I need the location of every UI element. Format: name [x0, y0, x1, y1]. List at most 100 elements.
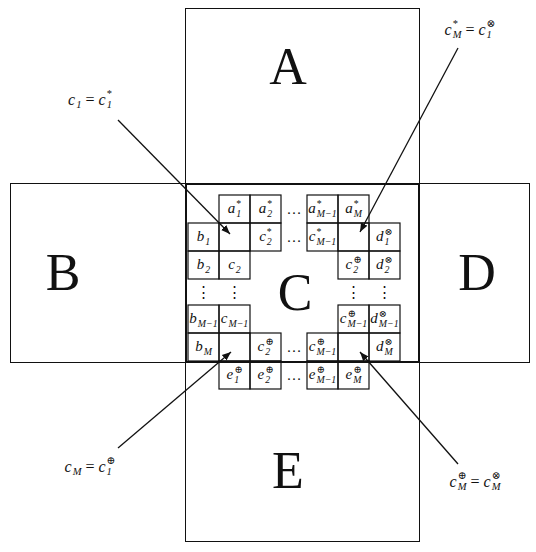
- subscript: M: [204, 347, 212, 357]
- cell-label: c2⊕: [346, 255, 362, 275]
- math-symbol: …: [287, 202, 302, 217]
- math-token: c2⊕: [258, 337, 274, 357]
- grid-cell: [219, 361, 250, 389]
- math-symbol: c: [221, 311, 228, 326]
- superscript: *: [316, 227, 336, 237]
- subscript: M: [73, 467, 82, 478]
- cell-label: eM⊕: [346, 365, 362, 385]
- index-stack: 1*: [236, 199, 241, 219]
- index-stack: 2*: [267, 227, 272, 247]
- index-stack: 1⊗: [385, 227, 393, 247]
- leader-arrows: [118, 48, 458, 464]
- index-stack: 1⊕: [107, 456, 116, 477]
- cell-label: c2: [228, 255, 241, 275]
- grid-cell: [369, 305, 400, 333]
- math-token: …: [287, 340, 302, 355]
- math-token: ⋮: [346, 285, 361, 300]
- math-token: cM−1*: [309, 227, 337, 247]
- index-stack: M−1: [228, 309, 248, 329]
- subscript: M: [353, 375, 361, 385]
- subscript: 2: [265, 375, 273, 385]
- space: [94, 459, 98, 475]
- index-stack: M*: [453, 19, 462, 40]
- grid-cell: [188, 333, 219, 361]
- superscript: *: [236, 199, 241, 209]
- math-token: …: [287, 368, 302, 383]
- math-symbol: e: [258, 368, 265, 383]
- superscript: *: [267, 227, 272, 237]
- math-token: cM⊕: [450, 471, 467, 492]
- subscript: M: [458, 482, 467, 493]
- math-token: c1⊗: [474, 19, 495, 40]
- space: [81, 459, 85, 475]
- region-letter: C: [278, 267, 313, 319]
- superscript: [236, 255, 241, 265]
- math-token: aM−1*: [308, 199, 336, 219]
- space: [81, 92, 85, 108]
- math-token: …: [287, 230, 302, 245]
- math-token: ⋮: [227, 285, 242, 300]
- grid-cell: [219, 195, 250, 223]
- grid-cell: [188, 305, 219, 333]
- math-token: b1: [197, 227, 210, 247]
- superscript: [76, 89, 81, 100]
- grid-cell: [307, 223, 338, 251]
- math-symbol: c: [228, 257, 235, 272]
- superscript: [204, 337, 212, 347]
- math-token: =: [81, 92, 94, 108]
- subscript: 2: [265, 347, 273, 357]
- math-symbol: c: [98, 459, 105, 475]
- math-token: c2*: [259, 227, 272, 247]
- subscript: M−1: [347, 319, 367, 329]
- index-stack: 2⊕: [353, 255, 361, 275]
- index-stack: M−1*: [317, 199, 337, 219]
- subscript: 2: [267, 209, 272, 219]
- math-token: =: [461, 22, 474, 38]
- index-stack: M*: [354, 199, 362, 219]
- math-symbol: e: [227, 368, 234, 383]
- space: [480, 474, 484, 490]
- grid-cell: [219, 333, 250, 361]
- grid-cell: [369, 223, 400, 251]
- index-stack: M−1⊗: [379, 309, 399, 329]
- index-stack: 2⊗: [385, 255, 393, 275]
- superscript: ⊕: [347, 309, 367, 319]
- region-letter: A: [269, 41, 307, 93]
- superscript: [205, 227, 210, 237]
- index-stack: 1⊕: [234, 365, 242, 385]
- subscript: 2: [267, 237, 272, 247]
- math-symbol: d: [376, 258, 384, 273]
- cell-label: …: [287, 368, 302, 383]
- space: [461, 22, 465, 38]
- identity-callout: cM = c1⊕: [65, 456, 116, 477]
- grid-cell: [338, 305, 369, 333]
- cell-label: bM: [195, 337, 212, 357]
- cell-label: eM−1⊕: [309, 365, 337, 385]
- space: [474, 22, 478, 38]
- math-token: d1⊗: [376, 227, 393, 247]
- math-token: c1*: [95, 89, 112, 110]
- index-stack: M⊗: [385, 337, 393, 357]
- superscript: [228, 309, 248, 319]
- math-symbol: b: [189, 311, 197, 326]
- cell-label: cM−1: [221, 309, 249, 329]
- subscript: 2: [353, 265, 361, 275]
- index-stack: 1: [76, 89, 81, 110]
- grid-cell: [307, 195, 338, 223]
- math-token: …: [287, 202, 302, 217]
- grid-cell: [369, 251, 400, 279]
- superscript: ⊗: [379, 309, 399, 319]
- grid-cell: [188, 223, 219, 251]
- index-stack: M⊕: [353, 365, 361, 385]
- cell-label: e1⊕: [227, 365, 243, 385]
- math-symbol: ⋮: [196, 285, 211, 300]
- leader-arrow: [118, 352, 231, 448]
- grid-cell: [338, 195, 369, 223]
- math-symbol: =: [465, 22, 474, 38]
- subscript: M: [385, 347, 393, 357]
- math-symbol: ⋮: [227, 285, 242, 300]
- math-token: dM⊗: [376, 337, 393, 357]
- index-stack: M: [73, 456, 82, 477]
- math-token: =: [466, 474, 479, 490]
